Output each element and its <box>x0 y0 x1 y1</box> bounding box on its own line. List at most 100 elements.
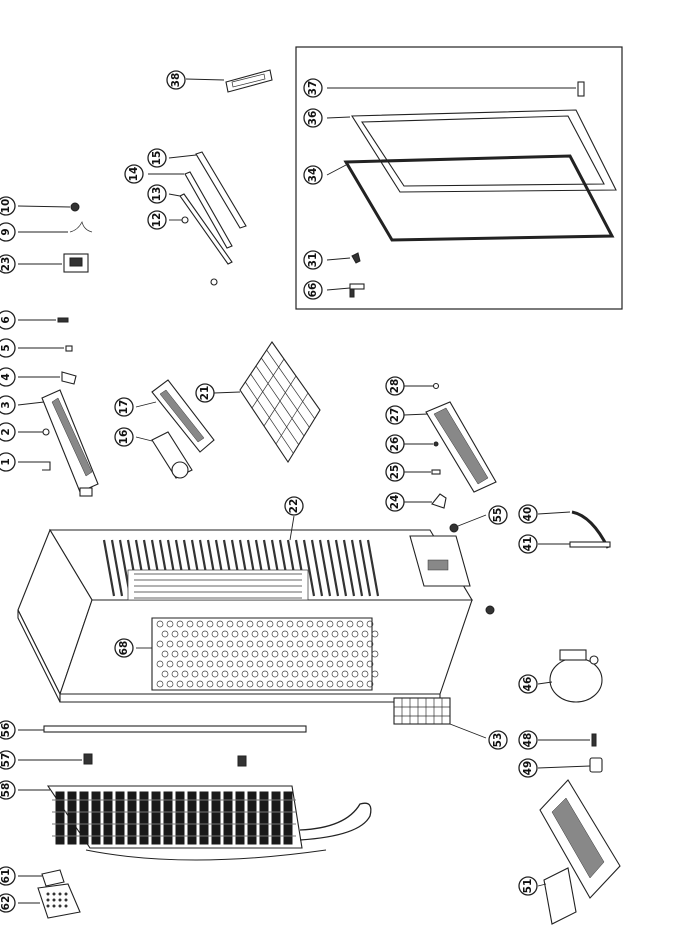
callout-48: 48 <box>518 730 538 750</box>
callout-38: 38 <box>166 70 186 90</box>
callout-10: 10 <box>0 196 16 216</box>
part-46-compressor <box>537 649 603 703</box>
part-6-clip <box>18 317 69 323</box>
callout-label-58: 58 <box>0 783 12 798</box>
part-3-light-housing <box>17 389 99 493</box>
part-53-mesh-guard <box>393 697 487 739</box>
callout-label-21: 21 <box>199 386 211 401</box>
callout-label-36: 36 <box>307 111 319 126</box>
callout-label-56: 56 <box>0 723 12 738</box>
callout-label-49: 49 <box>522 761 534 776</box>
part-21-wire-shelf <box>213 341 321 464</box>
callout-34: 34 <box>303 165 323 185</box>
callout-label-57: 57 <box>0 753 12 768</box>
part-10-knob <box>17 202 80 212</box>
part-25-screw <box>404 469 441 475</box>
callout-label-9: 9 <box>0 228 12 235</box>
callout-label-13: 13 <box>151 187 163 202</box>
callout-label-53: 53 <box>492 733 504 748</box>
part-23-thermostat-box <box>18 253 89 273</box>
callout-53: 53 <box>488 730 508 750</box>
callout-label-16: 16 <box>118 430 130 445</box>
part-27-front-grille <box>403 401 497 493</box>
callout-36: 36 <box>303 108 323 128</box>
callout-51: 51 <box>518 876 538 896</box>
callout-41: 41 <box>518 534 538 554</box>
callout-label-51: 51 <box>522 879 534 894</box>
callout-27: 27 <box>385 405 405 425</box>
callout-label-34: 34 <box>307 168 319 183</box>
part-56-strip <box>18 725 307 733</box>
callout-label-68: 68 <box>118 641 130 656</box>
callout-21: 21 <box>195 383 215 403</box>
callout-23: 23 <box>0 254 16 274</box>
door-assembly-frame <box>295 46 623 310</box>
callout-label-38: 38 <box>170 73 182 88</box>
callout-25: 25 <box>385 462 405 482</box>
callout-68: 68 <box>114 638 134 658</box>
callout-55: 55 <box>488 505 508 525</box>
callout-62: 62 <box>0 893 16 913</box>
callout-label-26: 26 <box>389 437 401 452</box>
part-1-bracket <box>18 461 93 497</box>
callout-label-5: 5 <box>0 344 12 351</box>
callout-12: 12 <box>147 210 167 230</box>
callout-label-4: 4 <box>0 373 12 380</box>
part-36-door-frame <box>326 109 617 193</box>
callout-56: 56 <box>0 720 16 740</box>
callout-46: 46 <box>518 674 538 694</box>
part-14-rail <box>148 171 233 249</box>
callout-57: 57 <box>0 750 16 770</box>
callout-58: 58 <box>0 780 16 800</box>
callout-6: 6 <box>0 310 16 330</box>
callout-label-31: 31 <box>307 253 319 268</box>
part-4-switch <box>18 371 77 385</box>
part-55-screw <box>449 514 495 615</box>
callout-label-10: 10 <box>0 199 12 214</box>
callout-4: 4 <box>0 367 16 387</box>
part-12-screw <box>169 216 218 286</box>
callout-label-46: 46 <box>522 677 534 692</box>
callout-28: 28 <box>385 376 405 396</box>
part-38-handle-plate <box>185 69 273 93</box>
callout-label-3: 3 <box>0 401 12 408</box>
part-2-bulb <box>18 428 50 436</box>
callout-label-40: 40 <box>522 507 534 522</box>
callout-31: 31 <box>303 250 323 270</box>
callout-61: 61 <box>0 866 16 886</box>
callout-3: 3 <box>0 395 16 415</box>
callout-49: 49 <box>518 758 538 778</box>
callout-label-1: 1 <box>0 458 12 465</box>
part-49-grommet <box>537 757 603 773</box>
callout-label-25: 25 <box>389 465 401 480</box>
part-66-hinge-bracket <box>326 283 365 298</box>
part-24-bracket <box>404 493 447 509</box>
part-34-door-gasket <box>326 154 615 242</box>
part-15-rail <box>168 151 247 229</box>
callout-label-15: 15 <box>151 151 163 166</box>
part-61-cover <box>18 869 65 887</box>
part-41-rod <box>538 541 611 548</box>
callout-22: 22 <box>284 496 304 516</box>
part-51-compressor-base <box>537 779 621 925</box>
callout-label-14: 14 <box>128 167 140 182</box>
part-13-rail <box>168 193 233 265</box>
callout-label-37: 37 <box>307 81 319 96</box>
callout-label-62: 62 <box>0 896 12 911</box>
callout-15: 15 <box>147 148 167 168</box>
callout-5: 5 <box>0 338 16 358</box>
part-16-fan-motor <box>135 431 193 479</box>
callout-13: 13 <box>147 184 167 204</box>
callout-label-66: 66 <box>307 283 319 298</box>
part-26-screw <box>404 441 439 447</box>
callout-label-24: 24 <box>389 495 401 510</box>
callout-40: 40 <box>518 504 538 524</box>
callout-label-22: 22 <box>288 499 300 514</box>
callout-label-27: 27 <box>389 408 401 423</box>
part-48-pin <box>538 733 597 747</box>
callout-9: 9 <box>0 222 16 242</box>
part-62-box <box>18 883 81 919</box>
callout-label-23: 23 <box>0 257 12 272</box>
callout-14: 14 <box>124 164 144 184</box>
